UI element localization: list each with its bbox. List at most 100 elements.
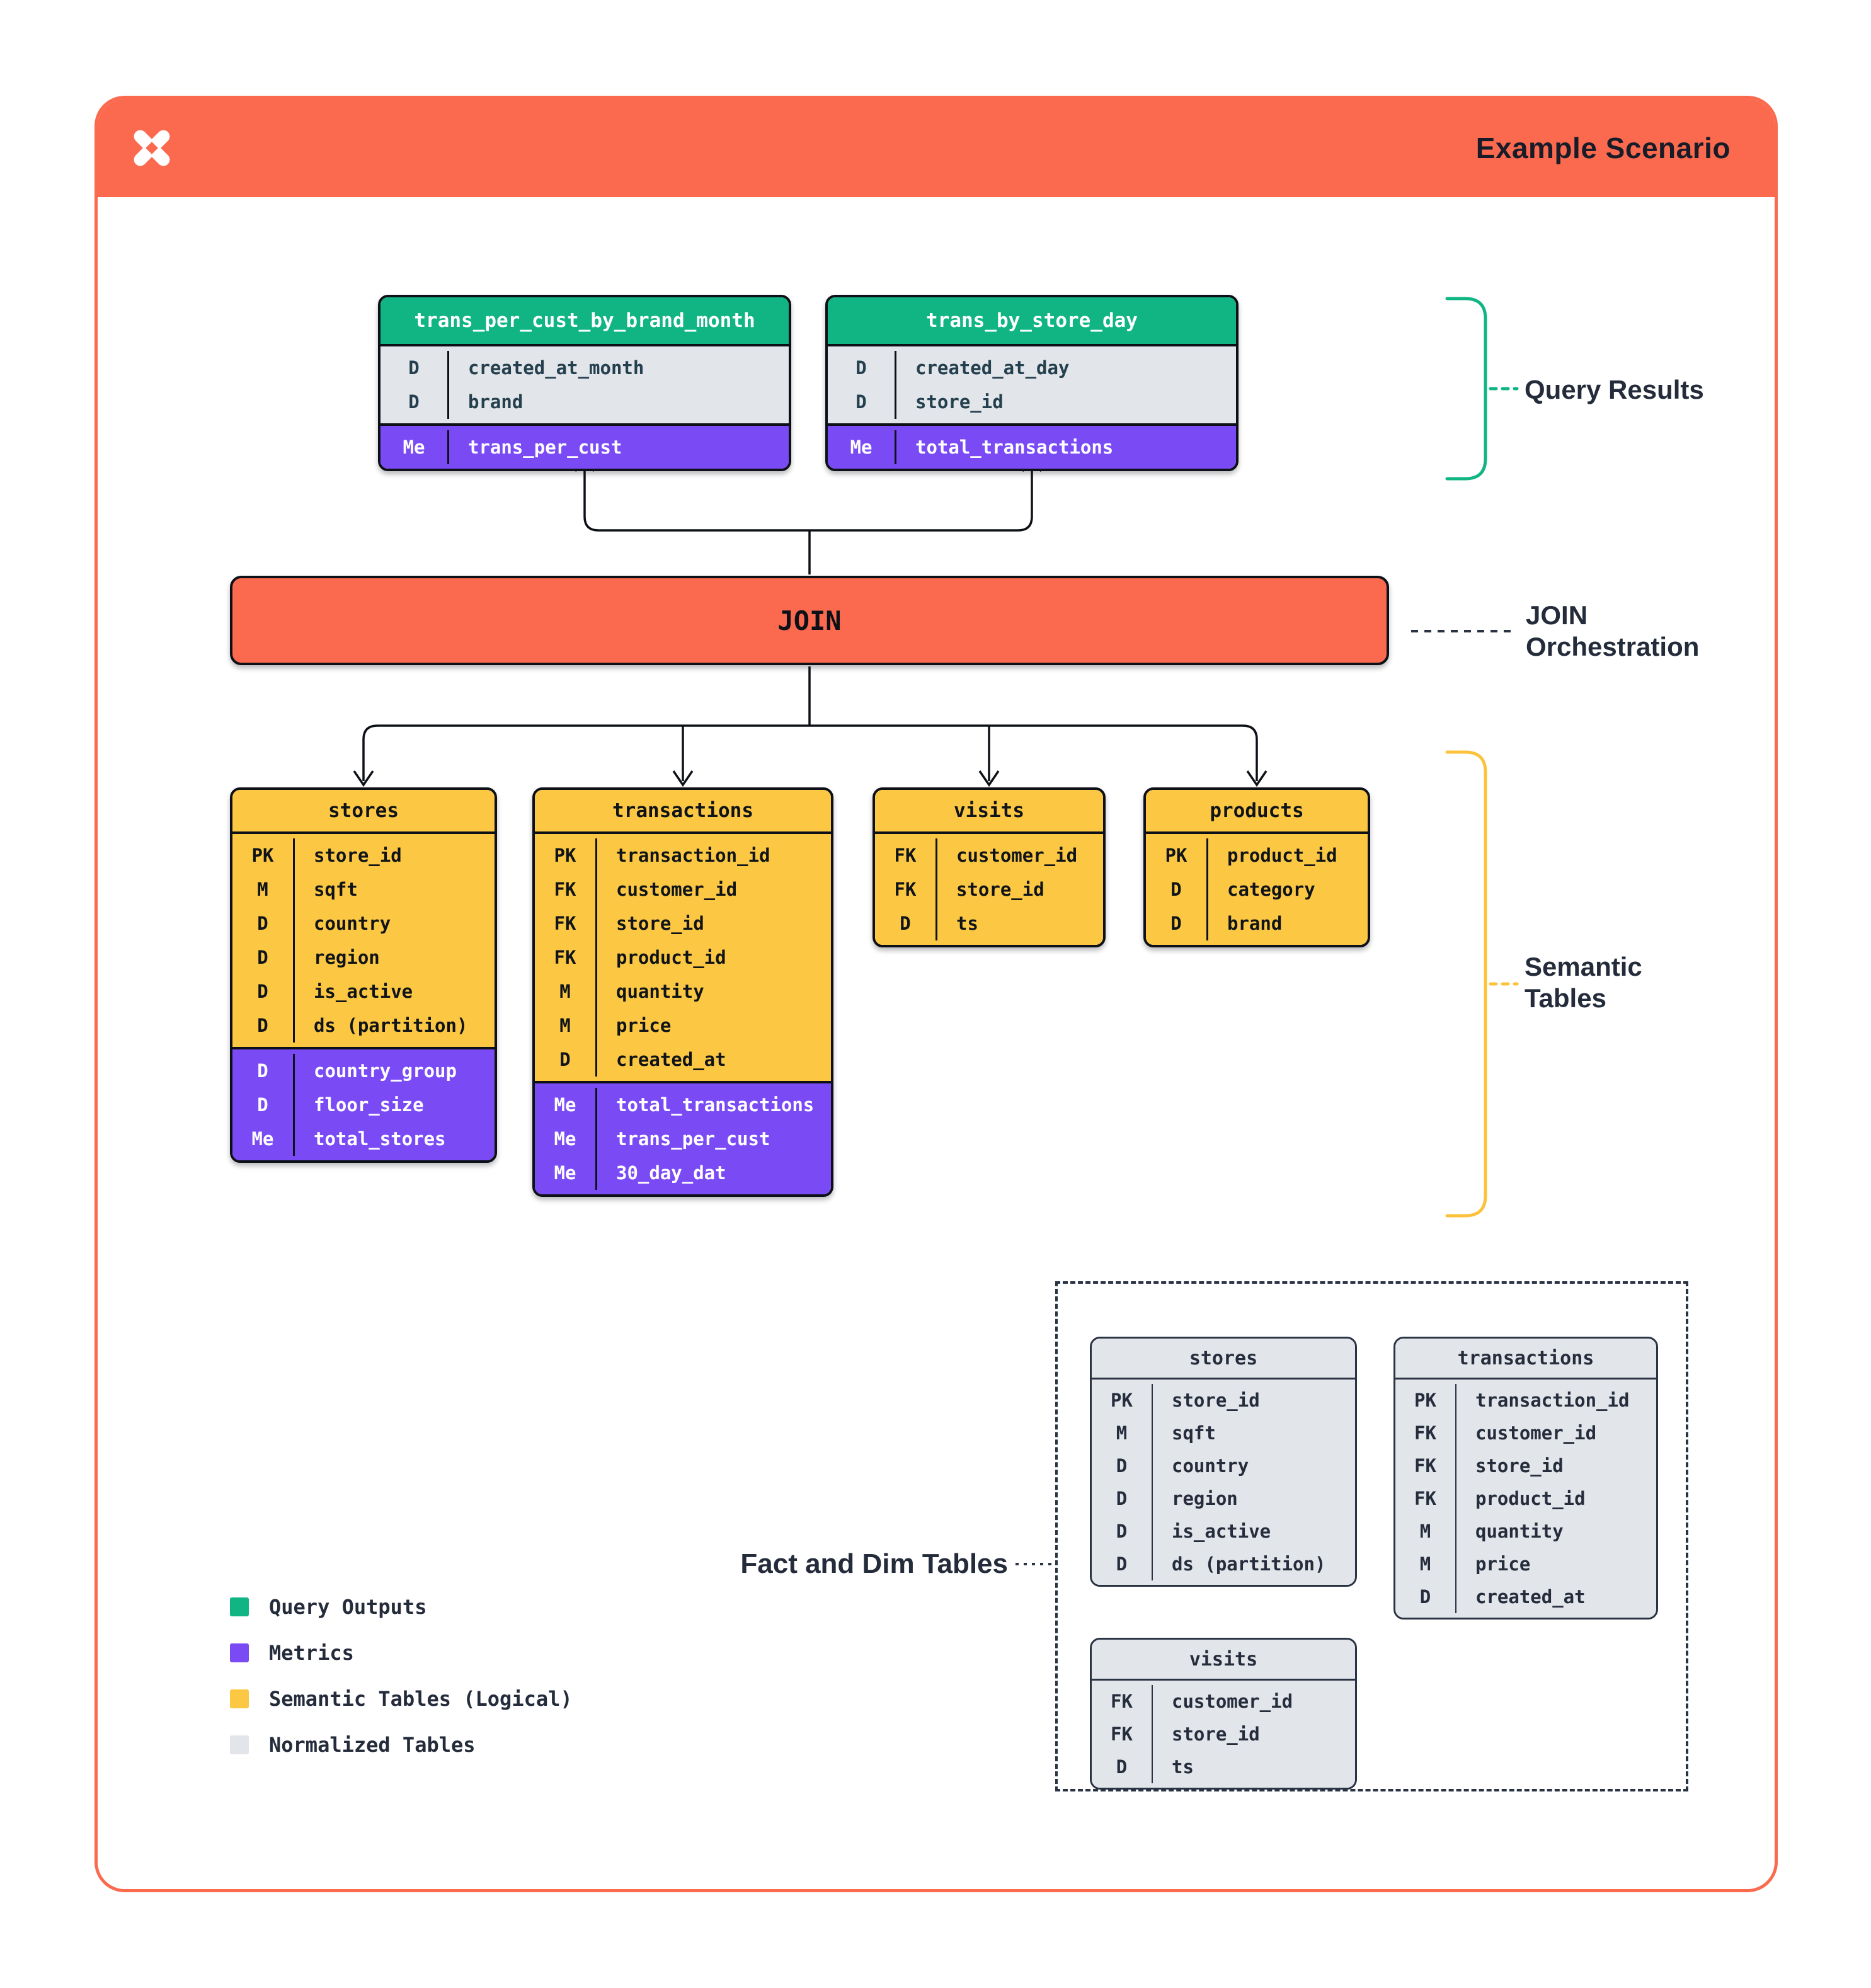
semantic-tables-label-line1: Semantic — [1525, 952, 1642, 981]
legend-item: Normalized Tables — [230, 1730, 573, 1759]
column-key: PK — [232, 838, 295, 872]
legend-item: Query Outputs — [230, 1592, 573, 1621]
column-key: D — [232, 906, 295, 940]
query-results-label: Query Results — [1525, 375, 1704, 404]
column-name: is_active — [1172, 1521, 1271, 1542]
column-name: store_id — [956, 879, 1044, 900]
column-name: product_id — [1227, 845, 1337, 866]
semantic-tables-label: Semantic Tables — [1525, 951, 1642, 1014]
column-name: transaction_id — [616, 845, 770, 866]
join-orchestration-label-line2: Orchestration — [1526, 632, 1700, 661]
column-key: Me — [828, 430, 896, 464]
column-key: D — [232, 1088, 295, 1122]
column-name: quantity — [1475, 1521, 1564, 1542]
legend-label: Normalized Tables — [269, 1733, 476, 1757]
column-key: FK — [535, 906, 597, 940]
column-name: category — [1227, 879, 1315, 900]
column-name: total_transactions — [915, 437, 1114, 458]
join-bar: JOIN — [230, 576, 1389, 665]
table-row: Me total_transactions — [828, 430, 1236, 464]
column-name: ds (partition) — [314, 1015, 468, 1036]
column-name: store_id — [915, 391, 1004, 413]
column-name: country — [314, 913, 391, 934]
normalized-tables-box — [1055, 1281, 1688, 1791]
table-header: visits — [1092, 1640, 1355, 1681]
column-name: ds (partition) — [1172, 1553, 1326, 1575]
column-key: D — [1092, 1449, 1153, 1482]
legend-label: Metrics — [269, 1641, 354, 1665]
column-name: trans_per_cust — [616, 1128, 770, 1150]
table-row: FK store_id — [535, 906, 831, 940]
table-header: stores — [232, 790, 495, 834]
column-key: Me — [535, 1088, 597, 1122]
column-name: region — [1172, 1488, 1238, 1509]
column-name: customer_id — [1475, 1422, 1597, 1444]
table-header: transactions — [1395, 1339, 1656, 1380]
column-name: transaction_id — [1475, 1390, 1630, 1411]
column-key: D — [232, 974, 295, 1008]
column-key: M — [1395, 1515, 1456, 1548]
fact-dim-label: Fact and Dim Tables — [740, 1548, 1008, 1579]
column-name: ts — [1172, 1756, 1194, 1778]
table-row: PK store_id — [232, 838, 495, 872]
column-name: store_id — [616, 913, 704, 934]
column-name: price — [1475, 1553, 1531, 1575]
legend-label: Semantic Tables (Logical) — [269, 1687, 573, 1711]
column-name: store_id — [314, 845, 402, 866]
legend-swatch-icon — [230, 1597, 249, 1616]
column-name: customer_id — [956, 845, 1078, 866]
semantic-tables-label-line2: Tables — [1525, 983, 1606, 1013]
column-name: total_stores — [314, 1128, 446, 1150]
table-header: transactions — [535, 790, 831, 834]
column-key: D — [232, 1008, 295, 1043]
column-name: trans_per_cust — [468, 437, 622, 458]
column-name: customer_id — [1172, 1691, 1293, 1712]
legend-swatch-icon — [230, 1643, 249, 1662]
column-key: D — [875, 906, 937, 940]
table-header: trans_per_cust_by_brand_month — [380, 297, 789, 346]
column-key: D — [1092, 1751, 1153, 1783]
table-header: trans_by_store_day — [828, 297, 1236, 346]
column-name: product_id — [1475, 1488, 1586, 1509]
column-key: D — [1092, 1482, 1153, 1515]
column-name: created_at — [1475, 1586, 1586, 1608]
table-header: visits — [875, 790, 1103, 834]
column-name: brand — [1227, 913, 1283, 934]
column-key: FK — [1395, 1482, 1456, 1515]
column-key: FK — [1395, 1449, 1456, 1482]
column-key: Me — [535, 1156, 597, 1190]
